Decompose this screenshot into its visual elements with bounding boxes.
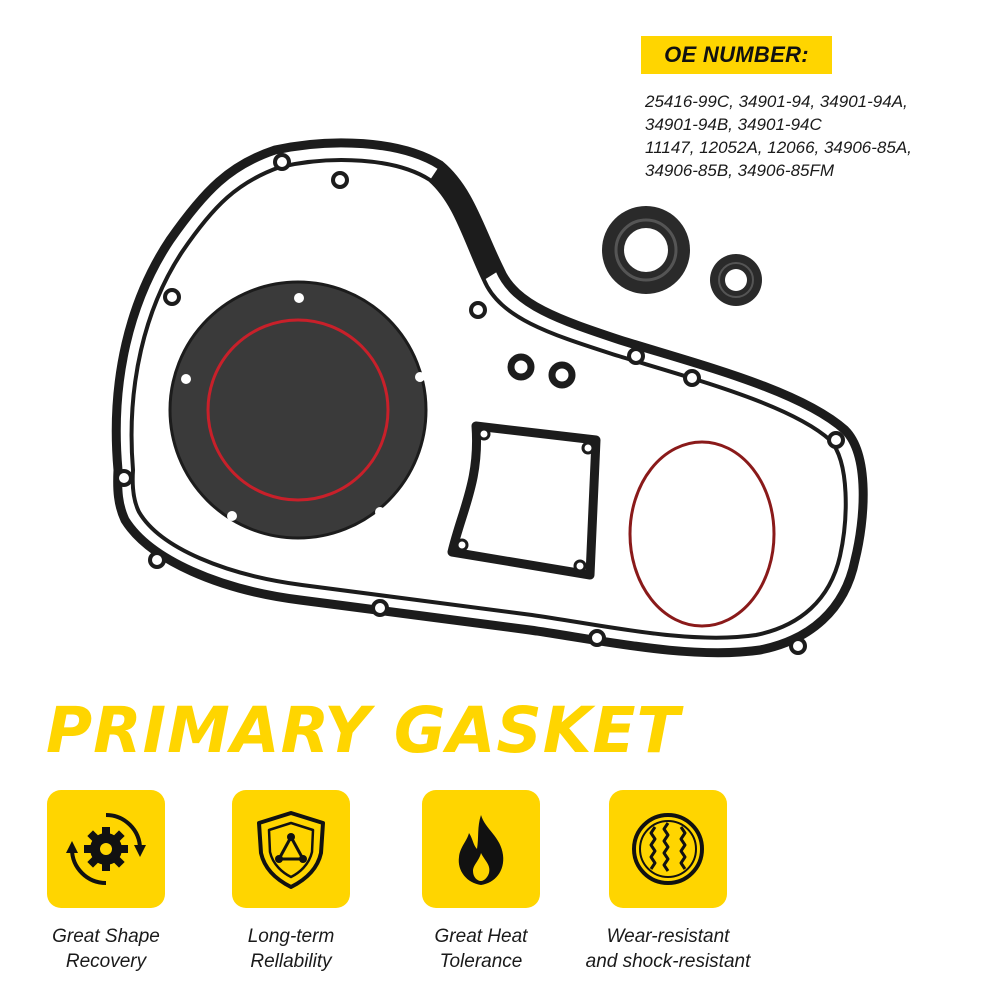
oe-number-badge: OE NUMBER: — [641, 36, 832, 74]
feature-wear-resistant: Wear-resistant and shock-resistant — [573, 790, 763, 974]
inspection-cover-gasket — [447, 421, 601, 580]
oe-number-line: 34901-94B, 34901-94C — [645, 115, 822, 134]
derby-cover-gasket — [168, 280, 428, 540]
feature-tile — [47, 790, 165, 908]
feature-tile — [232, 790, 350, 908]
feature-label: Long-term Rellability — [247, 926, 335, 972]
feature-label: Great Heat Tolerance — [434, 926, 528, 972]
wear-resistant-icon — [632, 813, 704, 885]
feature-tile — [422, 790, 540, 908]
oil-seals — [602, 206, 762, 306]
feature-label: Wear-resistant and shock-resistant — [585, 926, 751, 972]
product-title: PRIMARY GASKET — [46, 694, 681, 767]
feature-tile — [609, 790, 727, 908]
feature-heat-tolerance: Great Heat Tolerance — [386, 790, 576, 974]
gear-recovery-icon — [66, 813, 146, 885]
gasket-kit-illustration — [111, 138, 868, 658]
o-ring — [628, 440, 776, 628]
oe-number-line: 34906-85B, 34906-85FM — [645, 161, 835, 180]
small-seal-rings — [507, 353, 576, 389]
feature-label: Great Shape Recovery — [52, 926, 160, 972]
feature-long-term-reliability: Long-term Rellability — [196, 790, 386, 974]
primary-cover-gasket — [111, 138, 868, 658]
oe-number-list: 25416-99C, 34901-94, 34901-94A, 34901-94… — [645, 90, 995, 182]
oe-number-line: 11147, 12052A, 12066, 34906-85A, — [645, 138, 912, 157]
flame-icon — [458, 815, 504, 885]
shield-icon — [257, 811, 325, 889]
oe-number-line: 25416-99C, 34901-94, 34901-94A, — [645, 92, 908, 111]
feature-shape-recovery: Great Shape Recovery — [11, 790, 201, 974]
